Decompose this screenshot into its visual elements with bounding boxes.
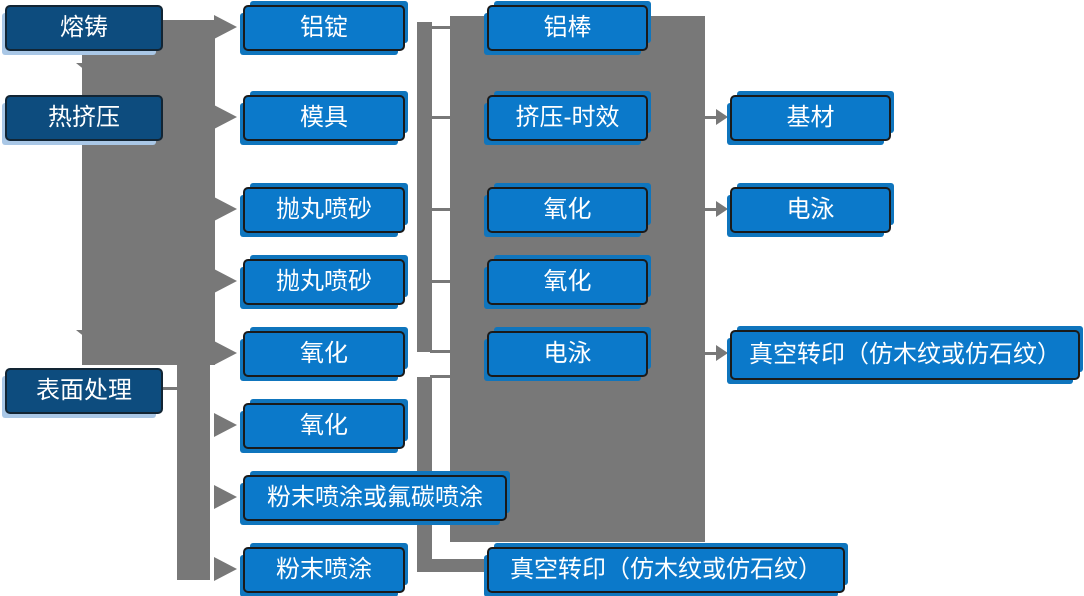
connector-stub-to-vacuum-transfer-bottom	[432, 559, 487, 572]
arrow-down-to-surface-treatment-icon	[76, 330, 138, 355]
connector-stub-row5	[430, 350, 452, 353]
connector-line-to-base-material	[703, 116, 717, 119]
node-shot-blasting-1: 抛丸喷砂	[243, 187, 405, 233]
node-aluminum-rod: 铝棒	[487, 5, 648, 51]
connector-bus-col2-col3-upper	[417, 22, 432, 352]
arrowhead-to-mold-icon	[214, 105, 237, 129]
connector-stub-surface-treatment	[160, 387, 179, 390]
arrowhead-to-shot-blasting-2-icon	[214, 269, 237, 293]
connector-line-to-vacuum-transfer-right	[703, 352, 717, 355]
node-electrophoresis-mid: 电泳	[487, 331, 648, 377]
node-shot-blasting-2: 抛丸喷砂	[243, 259, 405, 305]
connector-trunk-surface-treatment	[177, 345, 210, 580]
connector-line-to-electrophoresis-right	[703, 208, 717, 211]
arrowhead-to-electrophoresis-right-icon	[716, 201, 728, 217]
connector-stub-row1	[430, 26, 452, 29]
arrow-down-to-hot-extrusion-icon	[76, 63, 138, 88]
arrowhead-to-powder-coating-icon	[214, 557, 237, 581]
connector-stub-row3	[430, 208, 452, 211]
node-extrusion-aging: 挤压-时效	[487, 95, 648, 141]
arrowhead-to-oxidation-left-1-icon	[214, 341, 237, 365]
node-oxidation-left-2: 氧化	[243, 403, 405, 449]
arrowhead-to-base-material-icon	[716, 109, 728, 125]
connector-stub-row4	[430, 280, 452, 283]
node-melting-casting: 熔铸	[5, 5, 163, 51]
node-hot-extrusion: 热挤压	[5, 95, 163, 141]
node-powder-or-fluorocarbon-coating: 粉末喷涂或氟碳喷涂	[243, 475, 507, 521]
node-oxidation-mid-2: 氧化	[487, 259, 648, 305]
arrowhead-to-vacuum-transfer-right-icon	[716, 345, 728, 361]
node-electrophoresis-right: 电泳	[730, 187, 891, 233]
arrowhead-to-powder-fluorocarbon-icon	[214, 485, 237, 509]
node-base-material: 基材	[730, 95, 891, 141]
node-vacuum-transfer-right: 真空转印（仿木纹或仿石纹）	[730, 330, 1080, 380]
arrowhead-to-shot-blasting-1-icon	[214, 197, 237, 221]
node-oxidation-left-1: 氧化	[243, 331, 405, 377]
node-oxidation-mid-1: 氧化	[487, 187, 648, 233]
connector-stub-row2	[430, 116, 452, 119]
connector-stub-lower-top	[430, 375, 452, 378]
arrowhead-to-aluminum-ingot-icon	[214, 15, 237, 39]
node-vacuum-transfer-bottom: 真空转印（仿木纹或仿石纹）	[487, 547, 845, 593]
arrowhead-to-oxidation-left-2-icon	[214, 413, 237, 437]
connector-bus-col2-col3-lower	[417, 377, 432, 572]
node-aluminum-ingot: 铝锭	[243, 5, 405, 51]
node-mold: 模具	[243, 95, 405, 141]
node-surface-treatment: 表面处理	[5, 368, 163, 414]
node-powder-coating: 粉末喷涂	[243, 547, 405, 593]
